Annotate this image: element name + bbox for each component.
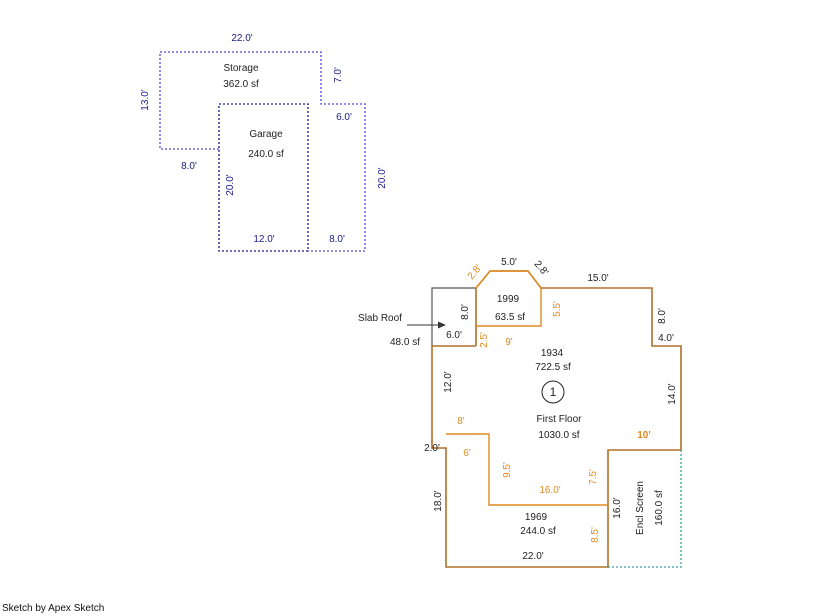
slab-roof-area: 48.0 sf — [390, 337, 420, 348]
storage-area: 362.0 sf — [223, 79, 259, 90]
dim-bay-bottom: 9' — [505, 337, 513, 348]
dim-addition-inner: 9.5' — [502, 462, 513, 478]
encl-screen-name: Encl Screen — [635, 481, 646, 535]
slab-roof-arrow — [407, 321, 446, 329]
dim-main-right-upper: 8.0' — [657, 308, 668, 324]
dim-storage-right: 20.0' — [377, 167, 388, 188]
floor-number-badge: 1 — [541, 380, 565, 404]
slab-roof-outline — [431, 287, 476, 346]
garage-area: 240.0 sf — [248, 149, 284, 160]
addition-1999-outline — [475, 270, 542, 327]
dim-addition-bottom: 16.0' — [539, 485, 560, 496]
dim-addition-left: 6' — [463, 448, 471, 459]
dim-addition-right-lower: 8.5' — [590, 527, 601, 543]
dim-lower-jog: 2.0' — [424, 443, 440, 454]
dim-bay-left: 2.5' — [479, 332, 490, 348]
dim-storage-step: 6.0' — [336, 112, 352, 123]
addition-1969-outline — [446, 433, 608, 506]
core-1934-area: 722.5 sf — [535, 362, 571, 373]
dim-slab-height: 8.0' — [460, 304, 471, 320]
dim-storage-top: 22.0' — [231, 33, 252, 44]
storage-name: Storage — [223, 63, 258, 74]
dim-storage-right-upper: 7.0' — [333, 67, 344, 83]
dim-bay-right-diag: 2.8' — [532, 259, 551, 278]
dim-storage-left: 13.0' — [140, 89, 151, 110]
dim-storage-bottom-left: 8.0' — [181, 161, 197, 172]
addition-1999-area: 63.5 sf — [495, 312, 525, 323]
dim-bay-left-diag: 2.8' — [466, 263, 485, 282]
addition-1969-area: 244.0 sf — [520, 526, 556, 537]
dim-screen-side: 16.0' — [612, 497, 623, 518]
dim-bay-top: 5.0' — [501, 257, 517, 268]
dim-main-right-lower: 14.0' — [667, 383, 678, 404]
garage-name: Garage — [249, 129, 283, 140]
dim-main-jog: 4.0' — [658, 333, 674, 344]
dim-storage-bottom-right: 8.0' — [329, 234, 345, 245]
dim-lower-bottom: 22.0' — [522, 551, 543, 562]
dim-main-top: 15.0' — [587, 273, 608, 284]
slab-roof-label: Slab Roof — [358, 313, 402, 324]
dim-screen-top: 10' — [637, 430, 651, 441]
first-floor-name: First Floor — [537, 414, 583, 425]
footer-credit: Sketch by Apex Sketch — [2, 603, 105, 614]
dim-garage-bottom: 12.0' — [253, 234, 274, 245]
floor-number: 1 — [550, 385, 557, 399]
first-floor-area: 1030.0 sf — [538, 430, 579, 441]
addition-1969-year: 1969 — [525, 512, 548, 523]
dim-slab-width: 6.0' — [446, 330, 462, 341]
core-1934-year: 1934 — [541, 348, 564, 359]
dim-bay-right: 5.5' — [552, 301, 563, 317]
dim-addition-top: 8' — [457, 416, 465, 427]
dim-addition-right-upper: 7.5' — [588, 469, 599, 485]
addition-1999-year: 1999 — [497, 294, 520, 305]
dim-lower-left-lower: 18.0' — [433, 490, 444, 511]
encl-screen-area: 160.0 sf — [654, 490, 665, 526]
dim-lower-left-upper: 12.0' — [443, 371, 454, 392]
encl-screen-outline — [608, 450, 682, 568]
dim-garage-side: 20.0' — [225, 174, 236, 195]
garage-outline — [218, 103, 309, 252]
